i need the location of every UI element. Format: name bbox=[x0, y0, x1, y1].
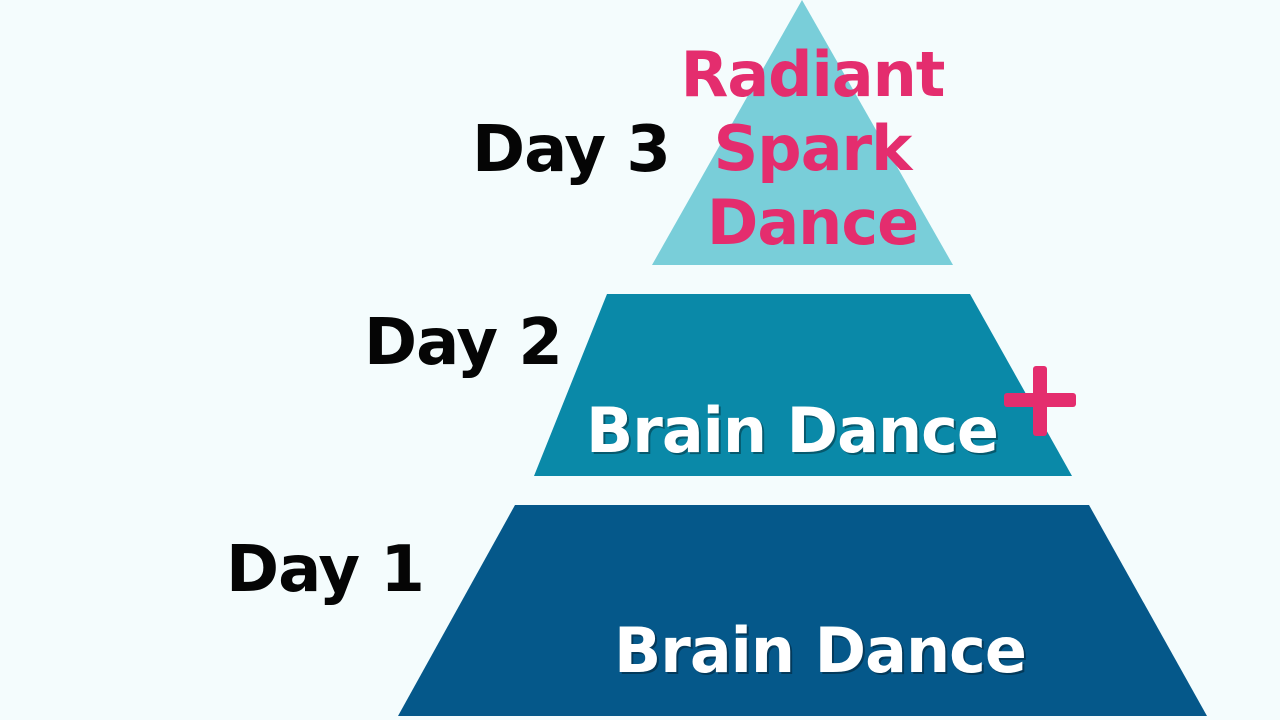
day-2-label: Day 2 bbox=[364, 306, 563, 380]
tier-3-line-2: Spark bbox=[713, 112, 913, 185]
tier-3-line-3: Dance bbox=[706, 186, 919, 259]
day-3-label: Day 3 bbox=[472, 113, 671, 187]
plus-icon bbox=[1004, 366, 1076, 436]
tier-3-title: Radiant Spark Dance bbox=[670, 38, 955, 260]
day-1-label: Day 1 bbox=[226, 533, 425, 607]
tier-2-trapezoid bbox=[534, 294, 1072, 476]
tier-3-triangle bbox=[652, 0, 953, 265]
tier-1-trapezoid bbox=[398, 505, 1207, 716]
tier-3-line-1: Radiant bbox=[680, 38, 946, 111]
tier-2-title: Brain Dance bbox=[586, 394, 999, 467]
tier-1-title: Brain Dance bbox=[614, 614, 1027, 687]
